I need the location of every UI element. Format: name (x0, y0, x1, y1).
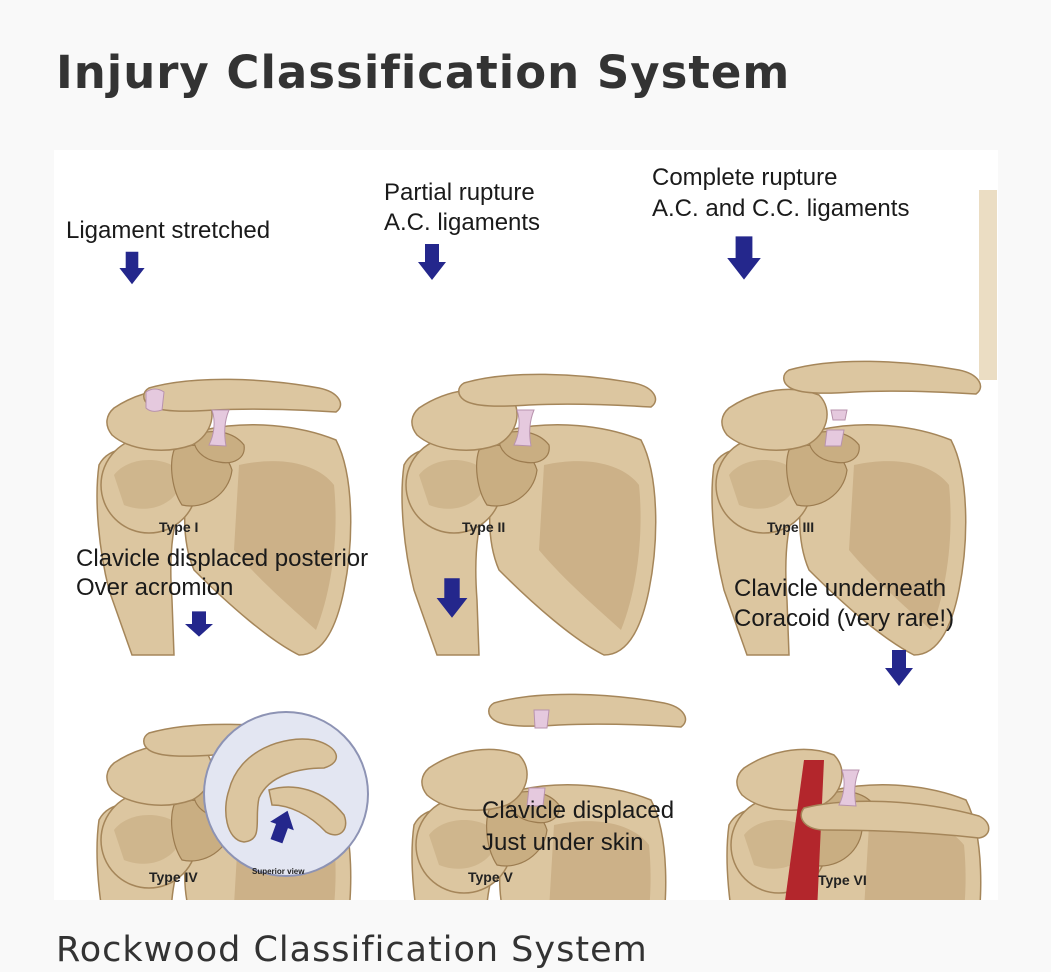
annotation-type-2-line-2: A.C. ligaments (384, 209, 540, 236)
panel-type-3: Complete rupture A.C. and C.C. ligaments… (652, 164, 997, 656)
type-label-1: Type I (159, 519, 198, 535)
type-label-6: Type VI (818, 872, 867, 888)
panel-type-1: Ligament stretched Type I (66, 217, 352, 656)
figure-caption: Rockwood Classification System (56, 930, 648, 970)
annotation-type-5-line-1: Clavicle displaced (482, 797, 674, 824)
annotation-type-3-line-2: A.C. and C.C. ligaments (652, 195, 909, 222)
annotation-type-1-line-1: Ligament stretched (66, 217, 270, 244)
annotation-type-4-line-1: Clavicle displaced posterior (76, 545, 368, 572)
annotation-type-6-line-1: Clavicle underneath (734, 575, 946, 602)
panel-type-6: Clavicle underneath Coracoid (very rare!… (726, 575, 990, 900)
annotation-type-2-line-1: Partial rupture (384, 179, 535, 206)
panel-type-5: Clavicle displaced Just under skin Type … (411, 578, 687, 900)
annotation-type-5-line-2: Just under skin (482, 829, 643, 856)
annotation-type-6-line-2: Coracoid (very rare!) (734, 605, 954, 632)
annotation-type-3-line-1: Complete rupture (652, 164, 837, 191)
rockwood-classification-figure: Ligament stretched Type I Partial ruptur… (54, 150, 998, 900)
type-label-4: Type IV (149, 869, 198, 885)
type-label-5: Type V (468, 869, 514, 885)
page-title: Injury Classification System (56, 46, 791, 99)
panel-type-4: Clavicle displaced posterior Over acromi… (76, 545, 369, 900)
annotation-type-4-line-2: Over acromion (76, 574, 233, 601)
panel-type-2: Partial rupture A.C. ligaments Type II (384, 179, 657, 656)
type-label-2: Type II (462, 519, 505, 535)
superior-view-inset: Superior view (203, 711, 369, 877)
type-label-3: Type III (767, 519, 814, 535)
inset-label: Superior view (252, 867, 305, 876)
